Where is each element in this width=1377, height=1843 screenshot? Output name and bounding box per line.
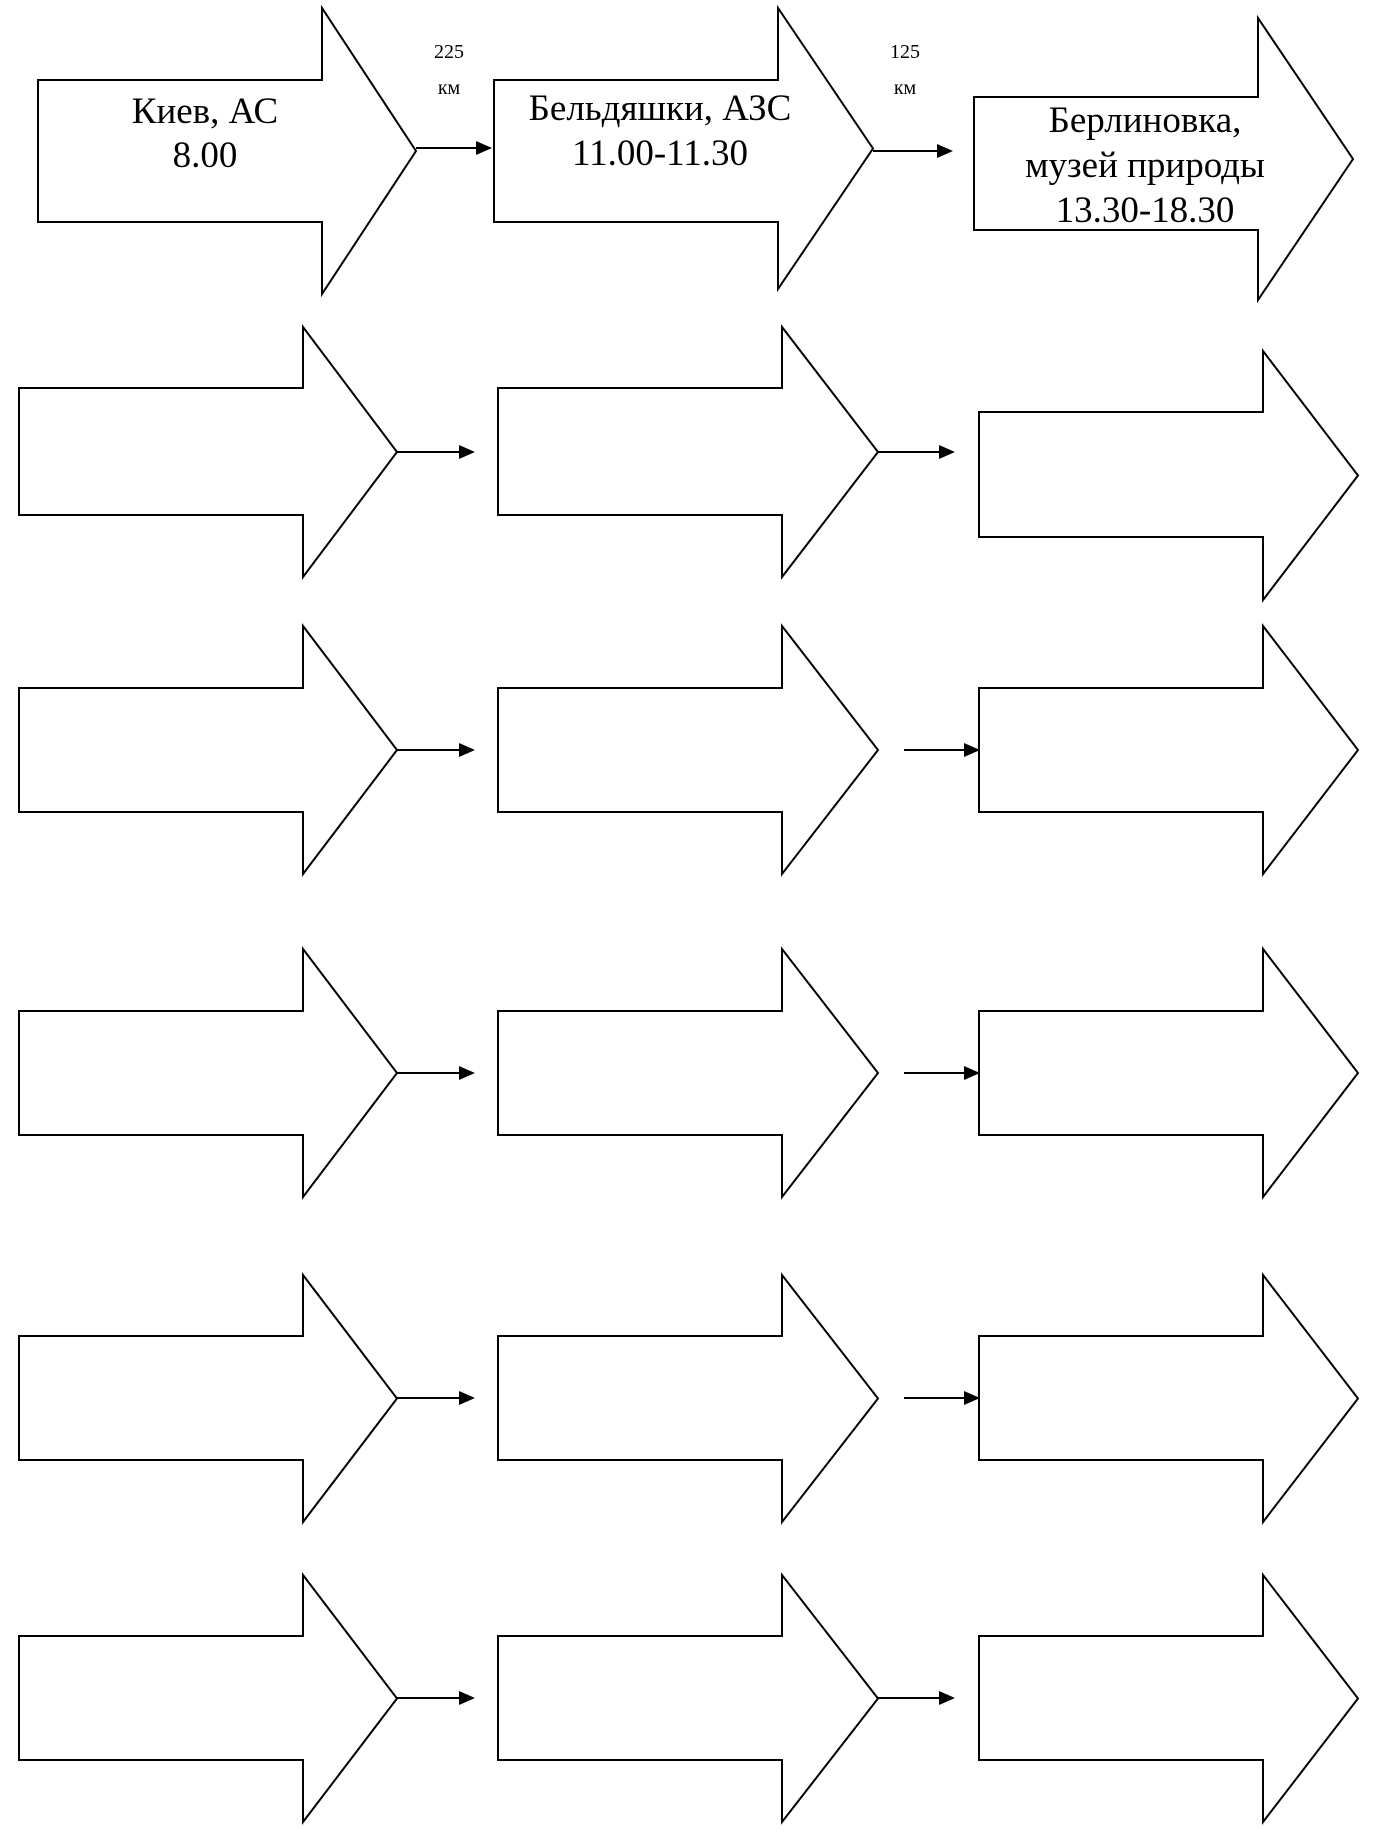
block-arrow-r3-c3 [978,623,1360,877]
block-arrow-r6-c3 [978,1572,1360,1825]
connector-arrow-r3-c2 [904,743,980,757]
block-arrow-r1-c3 [973,14,1355,304]
block-arrow-r4-c2 [497,946,880,1200]
connector-arrow-r5-c1 [397,1391,475,1405]
connector-arrow-r6-c1 [397,1691,475,1705]
block-arrow-r5-c3 [978,1272,1360,1525]
block-arrow-r1-c2 [493,4,875,293]
stop-3-line-2: музей природы [1025,145,1265,186]
block-arrows-layer [18,4,1360,1825]
connector-arrow-r4-c1 [397,1066,475,1080]
block-arrow-r5-c1 [18,1272,399,1525]
block-arrow-r3-c1 [18,623,399,877]
connector-arrow-r4-c2 [904,1066,980,1080]
block-arrow-r4-c1 [18,946,399,1200]
leg-1-distance: 225 км [434,41,464,99]
stop-1-line-2: 8.00 [173,135,238,176]
connector-arrow-r1-c1 [416,141,492,155]
block-arrow-r2-c2 [497,324,880,580]
leg-1-distance-value: 225 [434,41,464,63]
block-arrow-r6-c1 [18,1572,399,1825]
stop-2-line-2: 11.00-11.30 [572,133,748,174]
stop-2-label: Бельдяшки, АЗС 11.00-11.30 [529,88,792,174]
stop-3-line-3: 13.30-18.30 [1056,190,1235,231]
leg-2-distance: 125 км [890,41,920,99]
stop-3-line-1: Берлиновка, [1049,100,1242,141]
leg-1-distance-unit: км [438,77,461,99]
connector-arrow-r5-c2 [904,1391,980,1405]
connector-arrow-r6-c2 [878,1691,955,1705]
connector-arrow-r2-c2 [878,445,955,459]
leg-2-distance-value: 125 [890,41,920,63]
block-arrow-r3-c2 [497,623,880,877]
stop-1-label: Киев, АС 8.00 [132,91,278,176]
block-arrow-r4-c3 [978,946,1360,1200]
block-arrow-r6-c2 [497,1572,880,1825]
stop-3-label: Берлиновка, музей природы 13.30-18.30 [1025,100,1265,231]
connector-arrow-r3-c1 [397,743,475,757]
stop-1-line-1: Киев, АС [132,91,278,132]
block-arrow-r1-c1 [37,4,418,298]
leg-2-distance-unit: км [894,77,917,99]
connector-arrow-r2-c1 [397,445,475,459]
block-arrow-r5-c2 [497,1272,880,1525]
block-arrow-r2-c1 [18,324,399,580]
connector-arrow-r1-c2 [873,144,953,158]
connector-arrows-layer [397,141,980,1705]
block-arrow-r2-c3 [978,348,1360,603]
stop-2-line-1: Бельдяшки, АЗС [529,88,792,129]
